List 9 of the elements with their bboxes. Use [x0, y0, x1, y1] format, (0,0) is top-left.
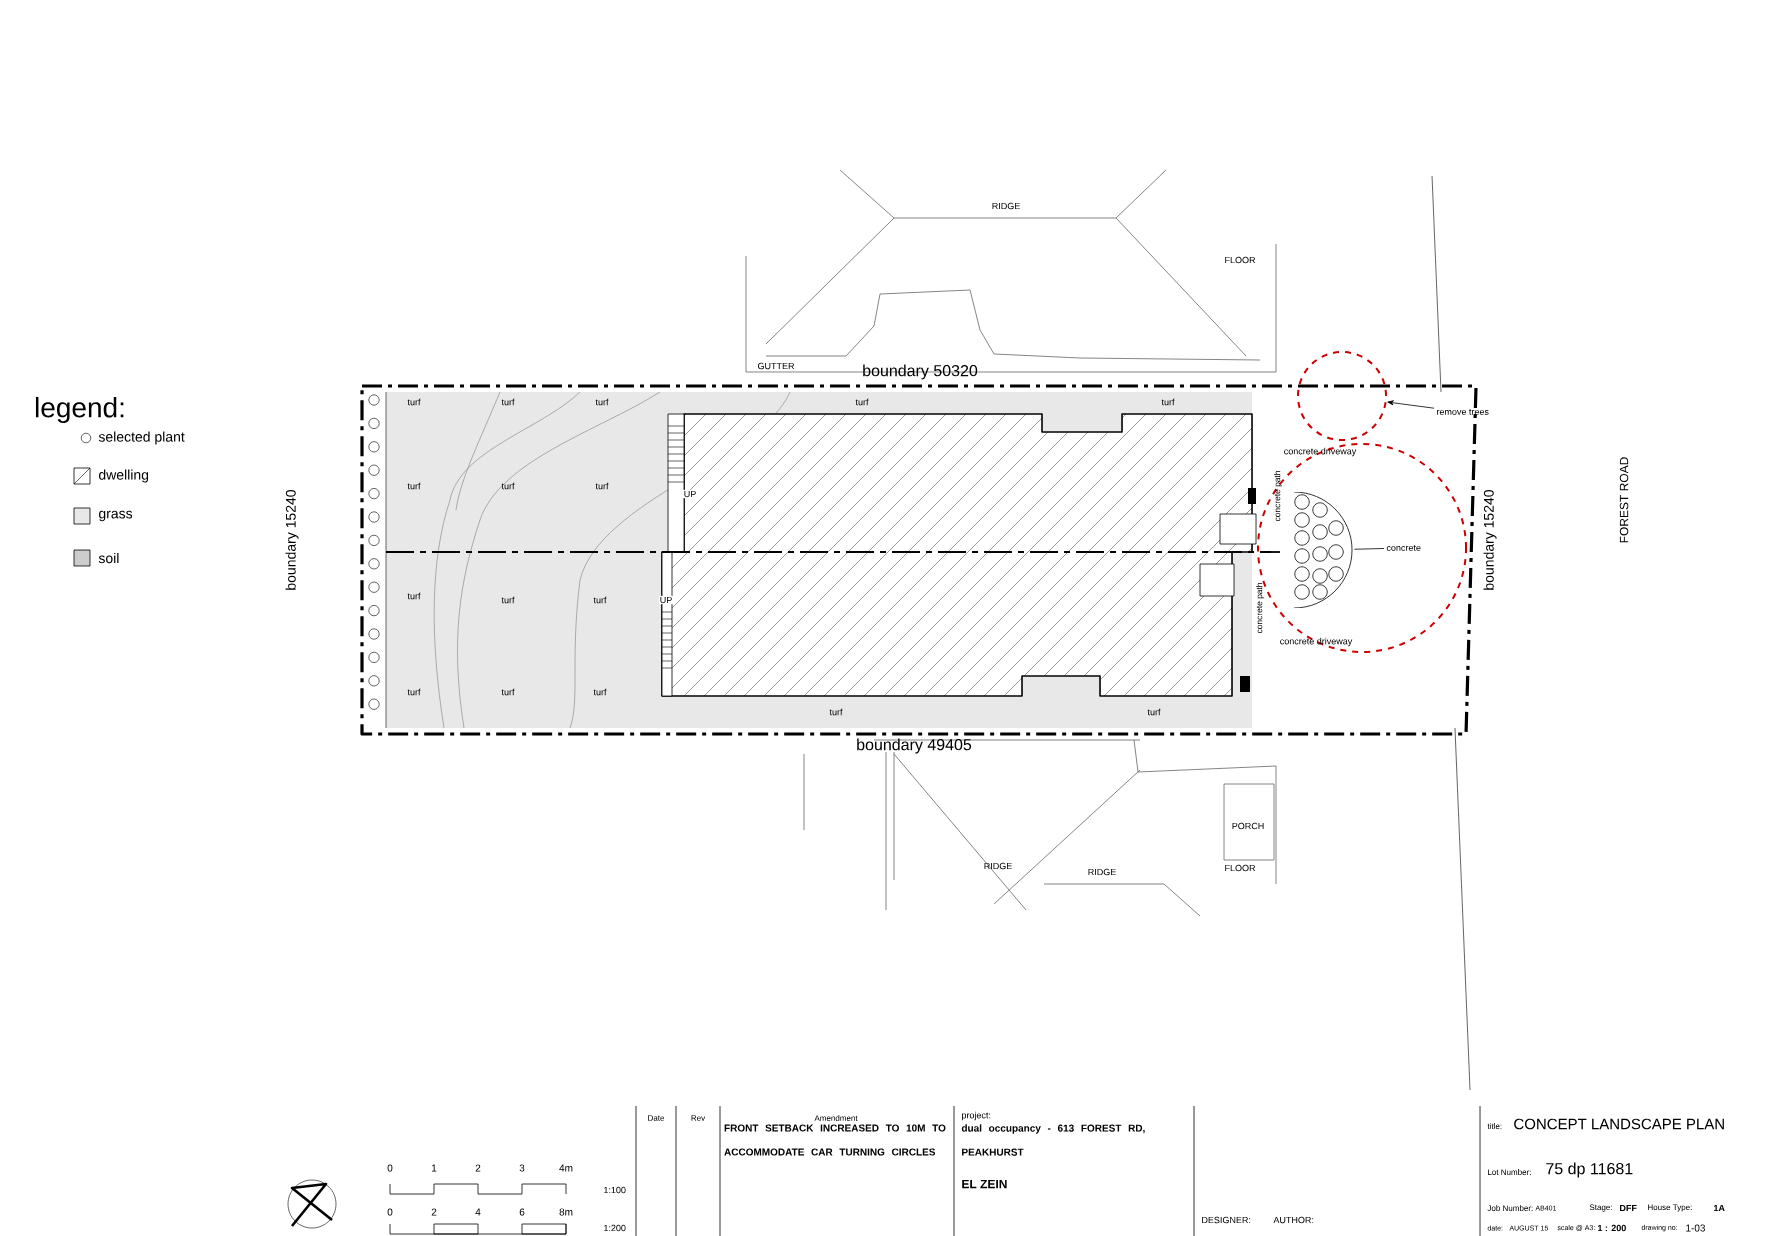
tree-circle [1297, 351, 1387, 441]
tree-circle [1257, 443, 1467, 653]
field-value: 75 dp 11681 [1546, 1162, 1633, 1178]
planting-bed-drawing [1294, 492, 1353, 608]
legend-heading: legend: [35, 396, 124, 424]
boundary-label: boundary 50320 [863, 364, 978, 380]
leader-line [1387, 400, 1435, 409]
boundary-label: boundary 49405 [857, 738, 972, 754]
leader-line [1354, 548, 1385, 550]
